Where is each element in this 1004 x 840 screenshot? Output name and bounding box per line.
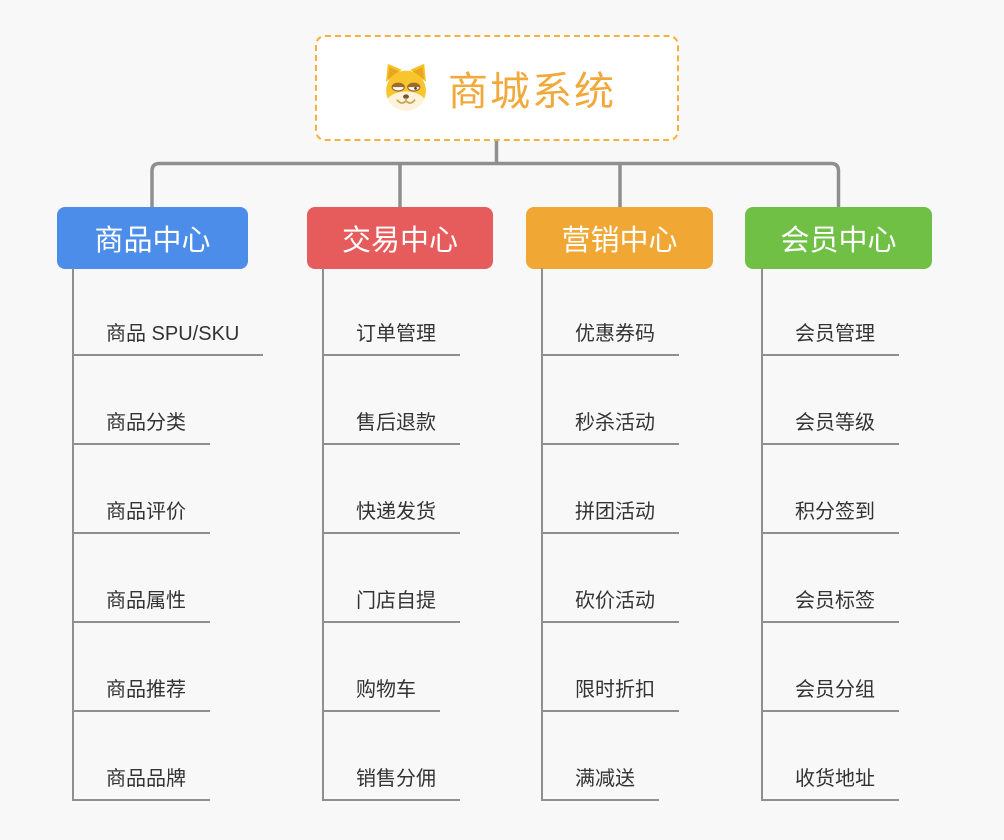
leaf-node[interactable]: 会员管理: [761, 321, 899, 356]
leaf-node[interactable]: 售后退款: [322, 410, 460, 445]
leaf-node[interactable]: 商品 SPU/SKU: [72, 321, 264, 356]
leaf-node[interactable]: 会员标签: [761, 588, 899, 623]
leaf-node[interactable]: 商品推荐: [72, 677, 210, 712]
leaf-node[interactable]: 门店自提: [322, 588, 460, 623]
branch-node-member-center[interactable]: 会员中心: [745, 207, 932, 269]
leaf-node[interactable]: 商品评价: [72, 499, 210, 534]
leaf-node[interactable]: 秒杀活动: [541, 410, 679, 445]
branch-connector-line: [322, 268, 324, 801]
leaf-node[interactable]: 限时折扣: [541, 677, 679, 712]
leaf-node[interactable]: 订单管理: [322, 321, 460, 356]
branch-label: 会员中心: [780, 225, 897, 257]
leaf-node[interactable]: 收货地址: [761, 766, 899, 801]
branch-connector-line: [761, 268, 763, 801]
leaf-node[interactable]: 会员等级: [761, 410, 899, 445]
leaf-node[interactable]: 购物车: [322, 677, 440, 712]
leaf-node[interactable]: 优惠券码: [541, 321, 679, 356]
leaf-node[interactable]: 商品属性: [72, 588, 210, 623]
branch-node-marketing-center[interactable]: 营销中心: [526, 207, 713, 269]
branch-connector-line: [541, 268, 543, 801]
branch-label: 商品中心: [94, 225, 211, 257]
leaf-node[interactable]: 商品分类: [72, 410, 210, 445]
leaf-node[interactable]: 商品品牌: [72, 766, 210, 801]
branch-label: 营销中心: [561, 225, 678, 257]
root-node[interactable]: 商城系统: [315, 35, 679, 141]
dog-face-icon: [386, 63, 426, 111]
leaf-node[interactable]: 销售分佣: [322, 766, 460, 801]
leaf-node[interactable]: 快递发货: [322, 499, 460, 534]
leaf-node[interactable]: 砍价活动: [541, 588, 679, 623]
leaf-node[interactable]: 满减送: [541, 766, 659, 801]
branch-connector-line: [72, 268, 74, 801]
root-title: 商城系统: [448, 70, 616, 114]
branch-node-trade-center[interactable]: 交易中心: [307, 207, 493, 269]
leaf-node[interactable]: 拼团活动: [541, 499, 679, 534]
leaf-node[interactable]: 积分签到: [761, 499, 899, 534]
branch-label: 交易中心: [341, 225, 458, 257]
leaf-node[interactable]: 会员分组: [761, 677, 899, 712]
branch-node-product-center[interactable]: 商品中心: [57, 207, 248, 269]
